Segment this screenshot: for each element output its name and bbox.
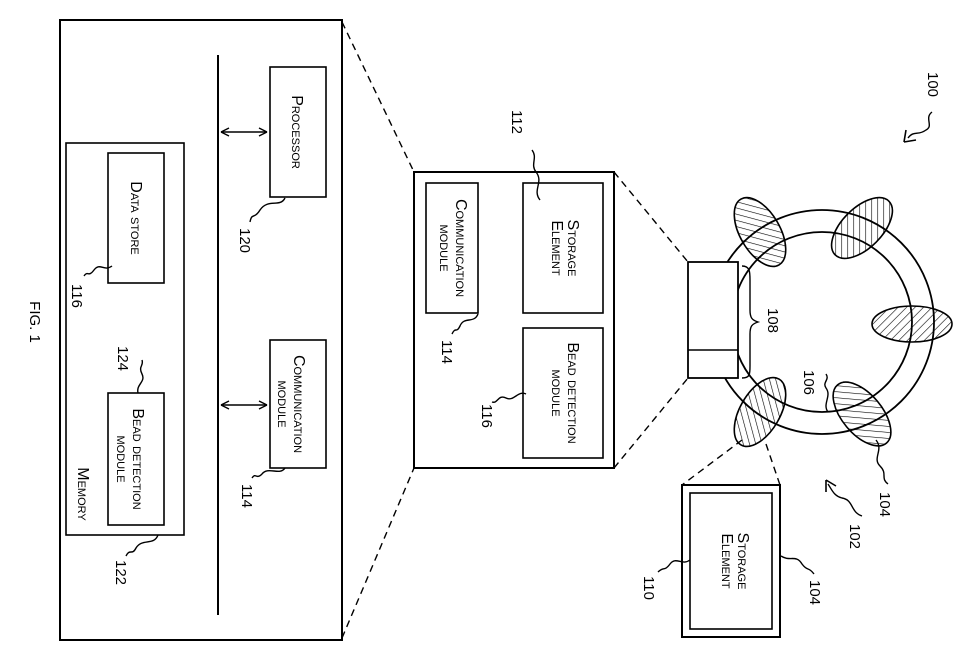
left-communication-module-box [269,339,327,469]
figure-ref: 100 [924,72,941,97]
left-communication-ref: 114 [238,484,255,508]
bead-ref-leader [875,439,889,485]
middle-bead-detection-ref-leader [491,392,527,403]
bead [733,196,787,268]
data-store-ref-leader [83,265,113,277]
controller-brace [741,265,761,379]
left-communication-module-line2: module [274,380,291,427]
bus-communication-arrowhead-right [258,400,268,410]
system-ref: 102 [846,524,863,549]
controller-ref: 108 [764,308,781,333]
left-bead-detection-line2: module [113,435,130,482]
middle-communication-ref-leader [451,313,479,335]
figure-ref-arrowhead [903,129,917,143]
left-bead-detection-box [107,392,165,526]
bead-detail-inner-ref-leader [657,559,691,573]
bead [830,196,894,260]
bead [871,305,953,343]
bead-detail-outer-ref: 104 [806,580,823,605]
bus-communication-arrowhead-left [220,400,230,410]
bead-detail-storage-line1: Storage [734,533,751,590]
figure-title: FIG. 1 [26,301,43,343]
zoom-line-bead-left [681,439,743,486]
bead [733,376,787,448]
middle-communication-module-box [425,182,479,314]
memory-ref: 122 [112,560,129,585]
ring-ref-leader [824,373,829,413]
middle-bead-detection-box [522,327,604,459]
bead-detail-outer-ref-leader [780,555,815,575]
processor-box [269,66,327,198]
middle-communication-ref: 114 [438,340,455,364]
middle-storage-element-line2: Element [548,220,565,276]
memory-label: Memory [74,467,91,521]
middle-storage-ref-leader [531,149,541,201]
zoom-line-bottom-middle [613,377,689,469]
bead [832,381,892,447]
controller-unit [687,261,739,379]
computing-device-box [59,19,343,641]
bead-detail-inner-ref: 110 [640,576,657,600]
middle-communication-module-line1: Communication [452,199,469,297]
left-communication-module-line1: Communication [290,355,307,453]
zoom-line-bottom-left [341,467,415,639]
middle-bead-detection-ref: 116 [478,404,495,428]
system-ref-arrowhead [825,479,837,492]
middle-storage-element-box [522,182,604,314]
data-store-ref: 116 [68,284,85,308]
left-bead-detection-ref: 124 [114,346,131,371]
bus-processor-arrowhead-right [258,127,268,137]
middle-storage-element-line1: Storage [564,220,581,277]
processor-label: Processor [288,95,305,169]
left-bead-detection-ref-leader [137,359,144,394]
middle-storage-ref: 112 [508,110,525,134]
data-store-box [107,152,165,284]
memory-ref-leader [125,534,159,557]
left-bead-detection-line1: Bead detection [129,408,146,509]
bead-ref: 104 [876,492,893,517]
data-store-label: Data store [127,181,144,254]
zoom-line-top-left [341,21,415,173]
ring-ref: 106 [800,370,817,395]
middle-bead-detection-line2: module [548,369,565,416]
middle-communication-module-line2: module [436,224,453,271]
system-ref-arrow [827,483,863,517]
zoom-line-bead-right [765,443,781,486]
figure-ref-arrow [907,111,933,139]
bead-detail-storage-line2: Element [718,533,735,589]
left-communication-ref-leader [251,467,286,479]
processor-ref-leader [249,197,286,223]
zoom-line-top-middle [613,171,689,263]
bead-detail-storage-box [689,492,773,630]
processor-ref: 120 [236,228,253,253]
bus-processor-arrowhead-left [220,127,230,137]
middle-bead-detection-line1: Bead detection [564,342,581,443]
